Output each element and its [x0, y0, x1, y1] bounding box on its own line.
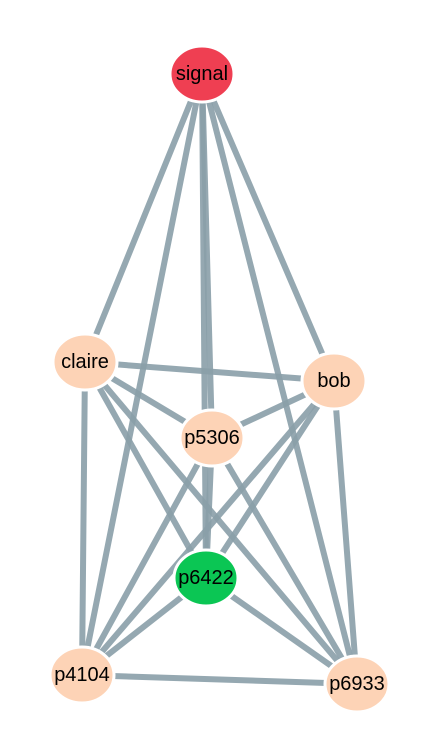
node-circle-p4104[interactable] [48, 645, 116, 705]
node-label-claire: claire [61, 351, 109, 373]
edge-signal-p6422 [199, 71, 209, 581]
node-label-p6933: p6933 [329, 673, 385, 695]
node-circle-p6933[interactable] [323, 654, 391, 714]
edge-claire-p6422 [82, 359, 209, 581]
node-label-bob: bob [317, 370, 350, 392]
edge-bob-p6933 [331, 378, 360, 687]
node-claire[interactable]: claire [51, 332, 119, 392]
node-label-signal: signal [176, 63, 228, 85]
node-p6933[interactable]: p6933 [323, 654, 391, 714]
node-p5306[interactable]: p5306 [178, 408, 246, 468]
edge-claire-bob [82, 359, 337, 384]
node-p6422[interactable]: p6422 [172, 548, 240, 608]
node-label-p5306: p5306 [184, 427, 240, 449]
edge-signal-p4104 [79, 71, 205, 678]
node-label-p4104: p4104 [54, 664, 110, 686]
node-bob[interactable]: bob [300, 351, 368, 411]
edge-p5306-p6933 [209, 435, 360, 687]
edge-bob-p6422 [203, 378, 337, 581]
node-label-p6422: p6422 [178, 567, 234, 589]
edge-p5306-p4104 [79, 435, 215, 678]
edge-signal-claire [82, 71, 205, 365]
node-p4104[interactable]: p4104 [48, 645, 116, 705]
node-circle-bob[interactable] [300, 351, 368, 411]
node-signal[interactable]: signal [168, 44, 236, 104]
node-circle-signal[interactable] [168, 44, 236, 104]
nodes-layer: signal claire bob p5306 p6422 p4104 p6933 [48, 44, 391, 714]
edge-claire-p4104 [79, 359, 88, 678]
edge-signal-bob [199, 71, 337, 384]
node-circle-p6422[interactable] [172, 548, 240, 608]
node-circle-claire[interactable] [51, 332, 119, 392]
edge-p4104-p6933 [79, 672, 360, 687]
node-circle-p5306[interactable] [178, 408, 246, 468]
edge-claire-p6933 [82, 359, 360, 687]
